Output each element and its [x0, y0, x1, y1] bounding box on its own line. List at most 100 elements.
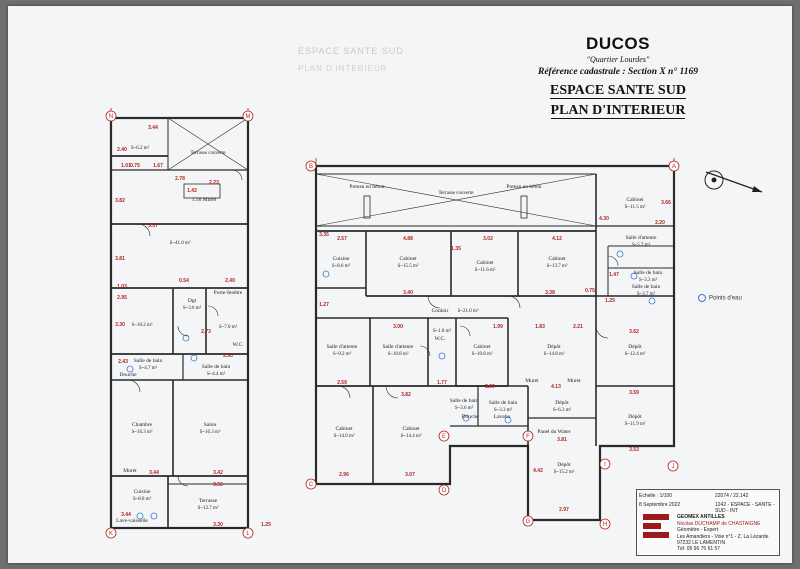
right-area-3: S~13.7 m²: [547, 263, 568, 269]
left-dim-19: 3.30: [213, 522, 223, 528]
water-points-legend: Points d'eau: [698, 294, 742, 302]
right-dim-20: 4.13: [551, 384, 561, 390]
left-dim-20: 1.25: [261, 522, 271, 528]
left-area-4: S~10.2 m²: [132, 322, 153, 328]
right-dim-11: 3.00: [393, 324, 403, 330]
right-room-16: Salle de bain: [489, 400, 518, 406]
right-room-4: Cabinet: [626, 197, 644, 203]
left-muret-note-2: Muret: [123, 468, 137, 474]
left-room-dgt: Dgt: [188, 298, 197, 304]
right-dim-15: 3.62: [629, 329, 639, 335]
right-poteau-note: Poteau en béton: [349, 184, 384, 190]
right-room-21: Dépôt: [557, 462, 571, 468]
left-axis-markers: N M K L: [105, 110, 254, 539]
left-dim-6: 3.37: [148, 223, 158, 229]
right-dim-30: 0.75: [585, 288, 595, 294]
right-room-1: Cabinet: [399, 256, 417, 262]
left-dim-0: 3.44: [148, 125, 158, 131]
bleed-through-text-2: PLAN D'INTERIEUR: [298, 64, 388, 73]
left-wc-note: W.C.: [232, 342, 244, 348]
right-room-7: Salle de bain: [632, 284, 661, 290]
right-dim-17: 3.82: [401, 392, 411, 398]
left-dim-22: 3.82: [115, 198, 125, 204]
water-point-icon: [698, 294, 706, 302]
left-room-chambre: Chambre: [132, 422, 153, 428]
right-area-6: S~3.3 m²: [639, 277, 658, 283]
left-dim-18: 3.44: [121, 512, 131, 518]
right-dim-7: 3.40: [403, 290, 413, 296]
left-room-sdb-1: Salle de bain: [134, 358, 163, 364]
right-dim-3: 4.12: [552, 236, 562, 242]
plan-type: PLAN D'INTERIEUR: [550, 103, 686, 119]
axis-label-f: F: [526, 434, 530, 440]
cartouche-date: 8 Septembre 2022: [639, 502, 681, 508]
right-area-7: S~3.7 m²: [637, 291, 656, 297]
right-axis-markers: B A C D E F G H I J: [305, 160, 680, 530]
cartouche-code: 1242 - ESPACE - SANTE - SUD - INT: [715, 502, 775, 514]
left-dim-16: 3.42: [213, 470, 223, 476]
title-cartouche: Echelle : 1/100 22074 / 22.142 8 Septemb…: [636, 489, 780, 556]
right-dim-28: 2.20: [655, 220, 665, 226]
left-douche-note: Douche: [119, 372, 137, 378]
left-lave-note: Lave-vaisselle: [116, 518, 148, 524]
right-dim-16: 2.59: [337, 380, 347, 386]
axis-label-d: D: [442, 488, 447, 494]
right-dim-23: 3.07: [405, 472, 415, 478]
plan-title: DUCOS: [586, 34, 650, 53]
right-dim-9: 1.27: [319, 302, 329, 308]
right-dim-2: 3.02: [483, 236, 493, 242]
left-dim-14: 2.50: [223, 353, 233, 359]
right-dim-1: 4.88: [403, 236, 413, 242]
axis-label-e: E: [442, 434, 446, 440]
right-room-11: Salle d'attente: [383, 344, 414, 350]
right-area-18: S~11.9 m²: [625, 421, 646, 427]
left-area-3: S~3.6 m²: [183, 305, 202, 311]
left-muret-note: 1.56 Muret: [192, 197, 217, 203]
left-dim-1: 2.40: [117, 147, 127, 153]
axis-label-g: G: [526, 519, 531, 525]
right-dim-22: 2.96: [339, 472, 349, 478]
left-dim-11: 3.30: [115, 322, 125, 328]
left-floor-plan: [109, 108, 250, 536]
plan-sheet: ESPACE SANTE SUD PLAN D'INTERIEUR DUCOS …: [8, 6, 792, 563]
left-dim-2: 1.01: [121, 163, 131, 169]
left-dim-24: 2.23: [209, 180, 219, 186]
right-area-12: S~10.8 m²: [472, 351, 493, 357]
left-dim-21: 1.42: [187, 188, 197, 194]
axis-label-a: A: [672, 164, 676, 170]
axis-label-h: H: [603, 522, 607, 528]
right-room-19: Cabinet: [335, 426, 353, 432]
axis-label-c: C: [309, 482, 314, 488]
left-dim-23: 3.81: [115, 256, 125, 262]
right-poteau-note-2: Poteau en béton: [506, 184, 541, 190]
right-area-13: S~14.8 m²: [544, 351, 565, 357]
axis-label-k: K: [109, 531, 113, 537]
right-pan-note: Panel du Water: [537, 429, 571, 435]
left-room-cuisine: Cuisine: [134, 489, 151, 495]
right-area-9: S~1.8 m²: [433, 328, 452, 334]
right-dim-24: 3.81: [557, 437, 567, 443]
right-dimensions: 2.57 4.88 3.02 4.12 4.30 3.66 3.35 3.40 …: [319, 200, 671, 513]
left-dimensions: 3.44 2.40 1.01 0.75 1.67 2.78 3.37 1.03 …: [115, 125, 271, 528]
left-area-8: S~16.3 m²: [132, 429, 153, 435]
right-wc-note: W.C.: [434, 336, 446, 342]
cartouche-role: Géomètre - Expert: [677, 527, 719, 533]
cartouche-phone: Tél: 05 96 75 61 57: [677, 546, 721, 552]
left-dim-3: 0.75: [130, 163, 140, 169]
cartouche-ref: 22074 / 22.142: [715, 493, 749, 499]
right-room-6: Salle de bain: [634, 270, 663, 276]
right-area-11: S~10.8 m²: [388, 351, 409, 357]
right-dim-25: 4.42: [533, 468, 543, 474]
bleed-through-text: ESPACE SANTE SUD: [298, 46, 404, 56]
left-room-labels: Terrasse couverte S~6.2 m² S~41.0 m² Dgt…: [116, 145, 244, 524]
cartouche-scale: Echelle : 1/100: [639, 493, 673, 499]
right-muret-note: Muret: [525, 378, 539, 384]
right-room-8: Couloir: [432, 308, 449, 314]
floor-plans: N M K L Terrasse couverte S~6.2 m² S~41.…: [105, 108, 680, 539]
right-area-8: S~21.0 m²: [458, 308, 479, 314]
right-area-5: S~5.7 m²: [632, 242, 651, 248]
right-dim-12: 1.99: [493, 324, 503, 330]
right-dim-10: 1.35: [451, 246, 461, 252]
right-dim-18: 1.77: [437, 380, 447, 386]
left-room-porte-fenetre: Porte-fenêtre: [214, 289, 243, 296]
